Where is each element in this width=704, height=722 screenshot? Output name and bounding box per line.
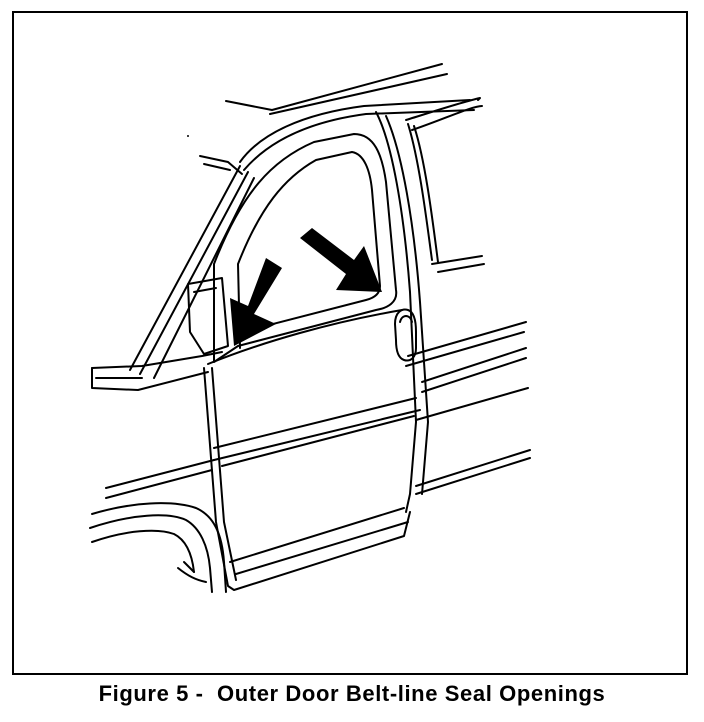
arrow-left bbox=[230, 258, 282, 346]
figure-frame bbox=[12, 11, 688, 675]
hood bbox=[91, 351, 223, 391]
window-frame bbox=[213, 133, 398, 363]
door-panel bbox=[203, 309, 411, 591]
wheel-arch bbox=[89, 502, 227, 593]
figure-title: Outer Door Belt-line Seal Openings bbox=[217, 681, 606, 706]
van-door-illustration bbox=[89, 63, 531, 593]
a-pillar bbox=[129, 155, 255, 379]
side-mirror bbox=[187, 277, 229, 355]
arrow-right bbox=[300, 228, 382, 292]
roof-rails bbox=[225, 63, 475, 171]
body-creases bbox=[105, 321, 531, 499]
b-pillar bbox=[375, 111, 439, 513]
speck bbox=[187, 135, 189, 137]
figure-caption: Figure 5 - Outer Door Belt-line Seal Ope… bbox=[0, 681, 704, 707]
door-handle bbox=[394, 308, 417, 362]
figure-label: Figure 5 - bbox=[98, 681, 204, 706]
rear-window bbox=[405, 97, 485, 273]
